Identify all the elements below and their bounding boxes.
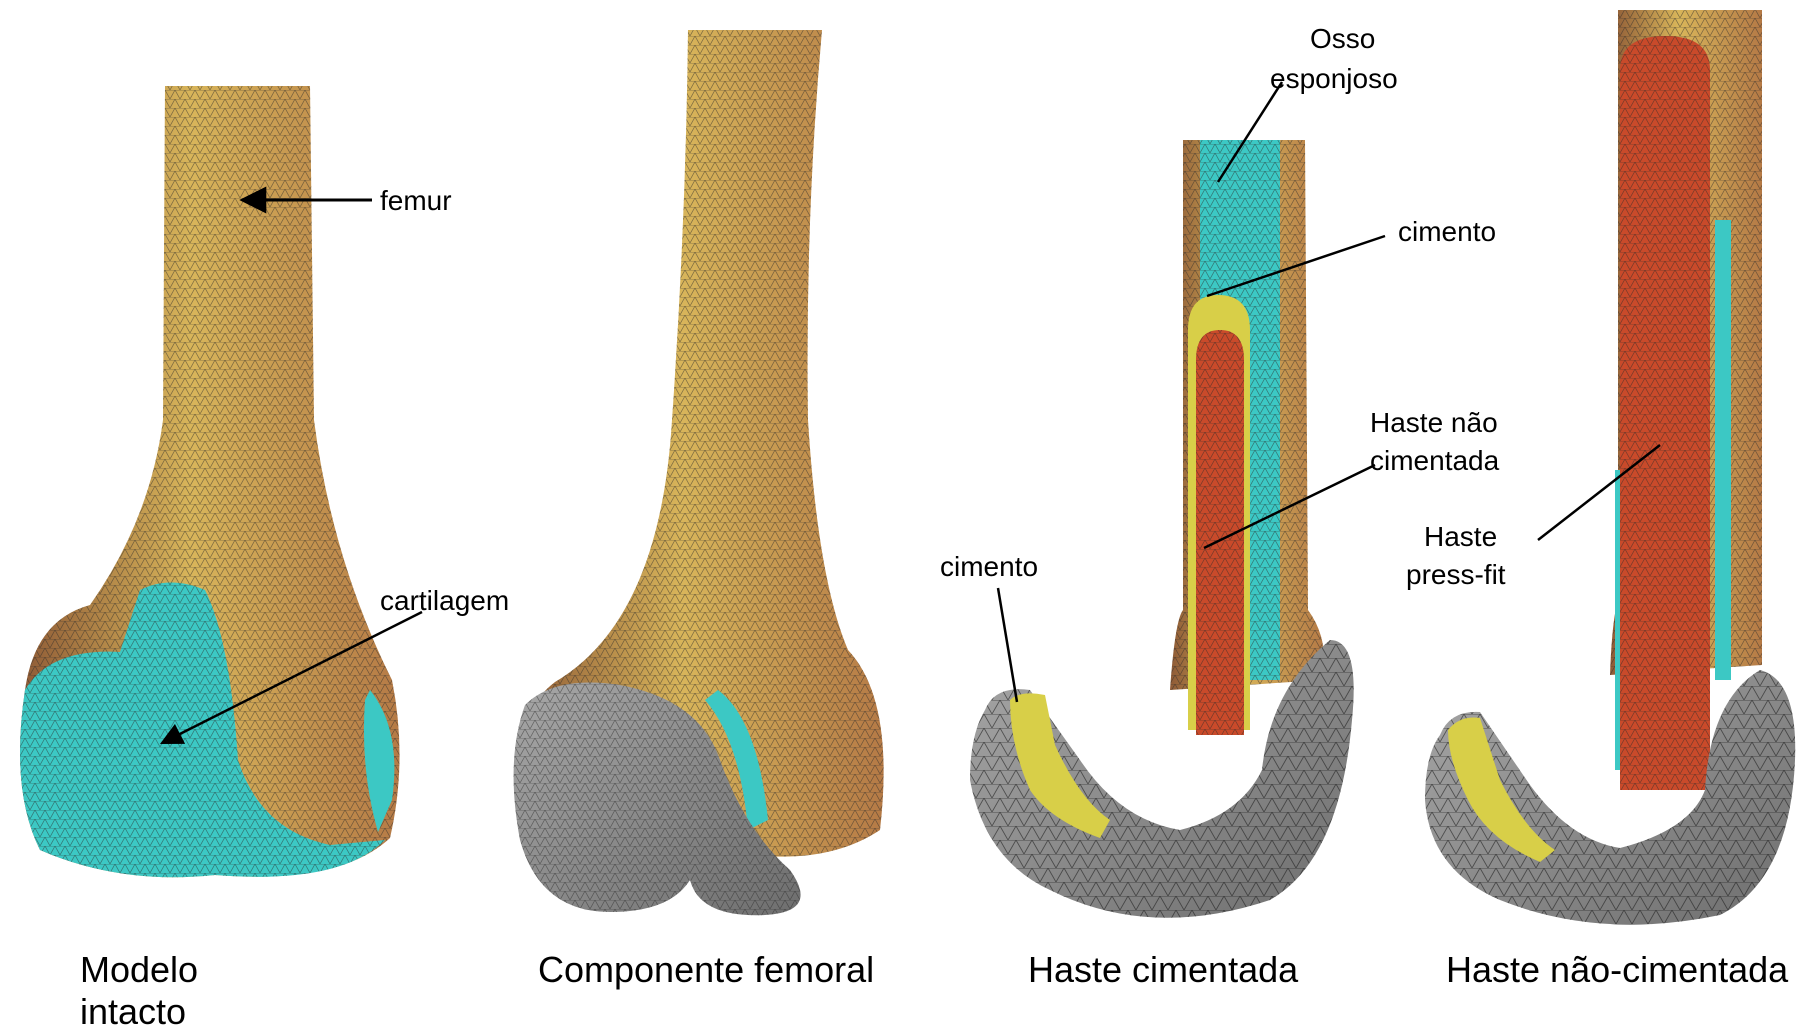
- osso-label-line1: Osso: [1310, 23, 1375, 54]
- intact-caption-line2: intacto: [80, 991, 186, 1032]
- cimento-left-label: cimento: [940, 551, 1038, 582]
- cimento-left-leader: [998, 588, 1017, 702]
- press-fit-caption: Haste não-cimentada: [1446, 949, 1789, 990]
- haste-nao-label-line1: Haste não: [1370, 407, 1498, 438]
- cimento-top-label: cimento: [1398, 216, 1496, 247]
- intact-caption-line1: Modelo: [80, 949, 198, 990]
- cartilagem-label: cartilagem: [380, 585, 509, 616]
- panel-femoral-component: Componente femoral: [514, 30, 884, 990]
- press-fit-label-line1: Haste: [1424, 521, 1497, 552]
- haste-nao-label-line2: cimentada: [1370, 445, 1500, 476]
- panel-press-fit-stem: Haste press-fit Haste não-cimentada: [1406, 10, 1795, 990]
- osso-label-line2: esponjoso: [1270, 63, 1398, 94]
- femur-label: femur: [380, 185, 452, 216]
- panel-intact-model: femur cartilagem Modelo intacto: [20, 86, 509, 1032]
- panel-cemented-stem: Osso esponjoso cimento Haste não cimenta…: [940, 23, 1500, 990]
- femoral-caption: Componente femoral: [538, 949, 874, 990]
- press-fit-label-line2: press-fit: [1406, 559, 1506, 590]
- cemented-caption: Haste cimentada: [1028, 949, 1299, 990]
